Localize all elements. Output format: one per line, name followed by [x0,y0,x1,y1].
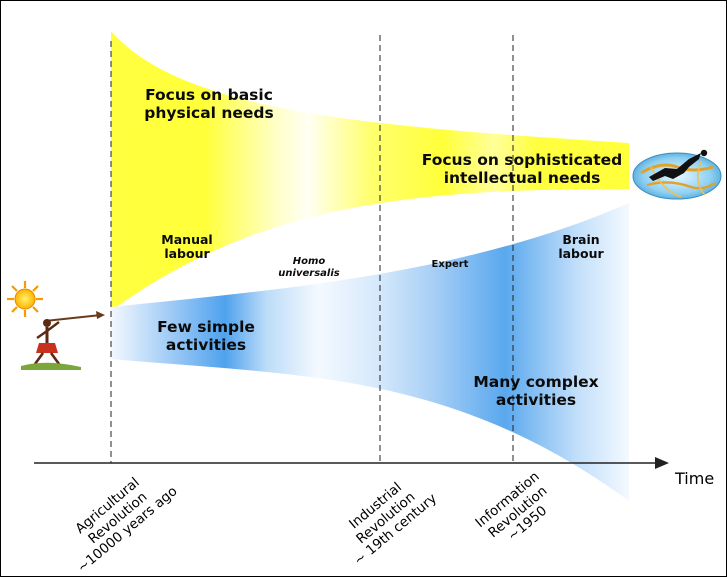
complex-activities-line-2: activities [495,390,577,409]
manual-labour-line-2: labour [164,246,210,262]
simple-activities-line-1: Few simple [157,318,255,336]
brain-labour-line-1: Brain [562,232,600,247]
sophisticated-needs-line-2: intellectual needs [443,168,601,187]
sophisticated-needs-line-1: Focus on sophisticated [421,151,623,169]
activities-band [111,203,629,501]
sophisticated-needs-label: Focus on sophisticated intellectual need… [405,151,639,188]
homo-universalis-label: Homo universalis [269,256,349,279]
expert-label: Expert [415,259,485,271]
time-axis-label: Time [675,469,715,488]
brain-labour-label: Brain labour [541,232,621,262]
basic-needs-label: Focus on basic physical needs [129,86,289,123]
simple-activities-line-2: activities [165,335,247,354]
expert-text: Expert [431,259,469,270]
complex-activities-label: Many complex activities [451,373,621,410]
sun-and-primitive-hunter-icon [7,281,105,370]
homo-universalis-line-1: Homo [292,256,326,267]
flying-figure-over-globe-icon [632,149,722,200]
homo-universalis-line-2: universalis [278,267,340,279]
simple-activities-label: Few simple activities [141,318,271,355]
basic-needs-line-1: Focus on basic [145,86,273,104]
brain-labour-line-2: labour [558,246,604,262]
manual-labour-line-1: Manual [161,232,213,247]
time-axis-arrowhead [655,457,669,469]
manual-labour-label: Manual labour [147,232,227,262]
basic-needs-line-2: physical needs [144,103,274,122]
complex-activities-line-1: Many complex [473,373,599,391]
basic-needs-band [111,31,629,311]
